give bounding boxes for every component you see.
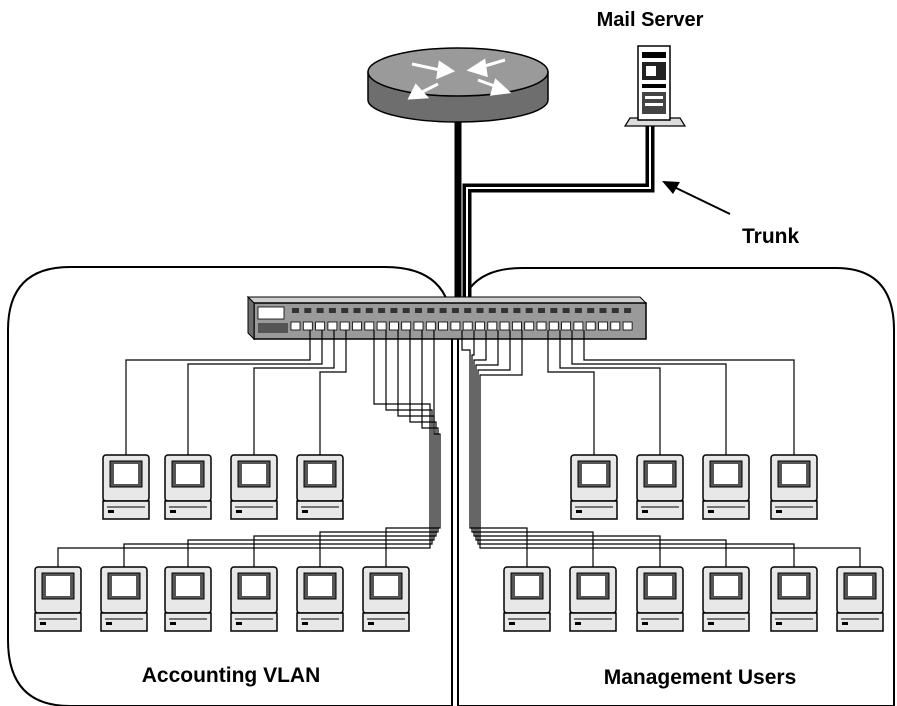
switch-port bbox=[327, 321, 338, 331]
switch-port bbox=[573, 321, 584, 331]
switch-led bbox=[538, 308, 545, 313]
switch-icon bbox=[246, 295, 648, 341]
workstation-icon bbox=[362, 566, 410, 632]
mail-server-label: Mail Server bbox=[597, 9, 704, 31]
workstation-icon bbox=[100, 566, 148, 632]
switch-led bbox=[513, 308, 521, 313]
switch-led bbox=[415, 308, 422, 313]
switch-led bbox=[439, 308, 447, 313]
accounting-vlan-label: Accounting VLAN bbox=[142, 664, 321, 687]
switch-port bbox=[561, 321, 571, 331]
switch-led bbox=[341, 308, 349, 313]
workstation-icon bbox=[770, 566, 818, 632]
switch-port bbox=[315, 321, 326, 331]
switch-led bbox=[476, 308, 484, 313]
switch-led bbox=[611, 308, 619, 313]
switch-led bbox=[328, 308, 336, 313]
workstation-icon bbox=[570, 454, 618, 520]
workstations bbox=[34, 454, 884, 632]
switch-led bbox=[464, 308, 472, 313]
switch-port bbox=[401, 321, 412, 331]
switch-port bbox=[585, 321, 596, 331]
switch-led bbox=[390, 308, 398, 313]
workstation-icon bbox=[636, 566, 684, 632]
switch-led bbox=[378, 308, 386, 313]
trunk-arrow bbox=[662, 181, 731, 215]
switch-led bbox=[304, 308, 312, 313]
switch-led bbox=[427, 308, 435, 313]
switch-port bbox=[512, 321, 522, 331]
workstation-icon bbox=[836, 566, 884, 632]
switch-led bbox=[451, 308, 459, 313]
switch-led bbox=[599, 308, 607, 313]
workstation-icon bbox=[296, 454, 344, 520]
accounting-vlan-boundary bbox=[7, 266, 453, 706]
switch-port bbox=[499, 321, 510, 331]
switch-ports bbox=[290, 308, 633, 331]
switch-port bbox=[438, 321, 449, 331]
workstation-cables bbox=[57, 330, 861, 567]
switch-port bbox=[548, 321, 559, 331]
switch-led bbox=[365, 308, 373, 313]
switch-led bbox=[292, 308, 299, 313]
switch-port bbox=[388, 321, 399, 331]
switch-led bbox=[501, 308, 509, 313]
switch-led bbox=[562, 308, 570, 313]
workstation-icon bbox=[636, 454, 684, 520]
switch-port bbox=[376, 321, 387, 331]
workstation-icon bbox=[230, 454, 278, 520]
switch-led bbox=[624, 308, 632, 313]
workstation-icon bbox=[702, 454, 750, 520]
switch-port bbox=[364, 321, 375, 331]
switch-port bbox=[475, 321, 485, 331]
workstation-icon bbox=[164, 566, 212, 632]
switch-port bbox=[352, 321, 362, 331]
trunk-label: Trunk bbox=[742, 225, 799, 248]
switch-led bbox=[488, 308, 496, 313]
switch-led bbox=[525, 308, 533, 313]
workstation-icon bbox=[164, 454, 212, 520]
workstation-icon bbox=[770, 454, 818, 520]
workstation-icon bbox=[296, 566, 344, 632]
switch-port bbox=[598, 321, 608, 331]
trunk-cables bbox=[454, 118, 655, 332]
workstation-icon bbox=[503, 566, 551, 632]
switch-port bbox=[413, 321, 424, 331]
switch-led bbox=[316, 308, 324, 313]
switch-led bbox=[587, 308, 595, 313]
switch-led bbox=[353, 308, 361, 313]
switch-led bbox=[402, 308, 410, 313]
workstation-icon bbox=[702, 566, 750, 632]
management-vlan-boundary bbox=[457, 267, 895, 706]
switch-port bbox=[524, 321, 535, 331]
workstation-icon bbox=[34, 566, 82, 632]
switch-port bbox=[302, 321, 313, 331]
switch-led bbox=[574, 308, 582, 313]
switch-port bbox=[610, 321, 621, 331]
switch-port bbox=[487, 321, 498, 331]
workstation-icon bbox=[230, 566, 278, 632]
switch-port bbox=[462, 321, 473, 331]
switch-led bbox=[550, 308, 558, 313]
switch-port bbox=[425, 321, 436, 331]
switch-port bbox=[536, 321, 547, 331]
switch-port bbox=[290, 321, 301, 331]
router-icon bbox=[367, 47, 549, 123]
management-users-label: Management Users bbox=[604, 666, 797, 689]
server-icon bbox=[623, 45, 687, 127]
switch-port bbox=[622, 321, 633, 331]
switch-port bbox=[450, 321, 461, 331]
workstation-icon bbox=[102, 454, 150, 520]
workstation-icon bbox=[569, 566, 617, 632]
switch-port bbox=[339, 321, 350, 331]
